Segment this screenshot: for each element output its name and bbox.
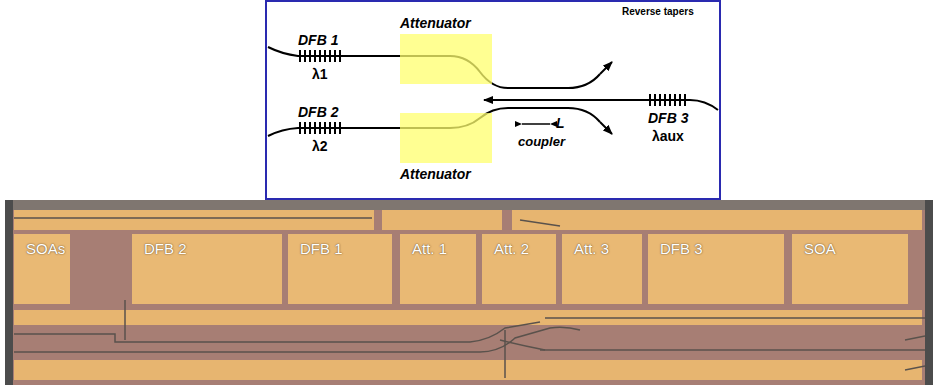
- pad: [14, 360, 922, 380]
- length-arrow: [522, 123, 550, 125]
- waveguide: [268, 47, 718, 136]
- pad-label: SOA: [804, 240, 902, 257]
- callout-label: Reverse tapers: [622, 6, 694, 17]
- output-arrow: [600, 62, 612, 74]
- contact-pad: Att. 1: [400, 234, 476, 304]
- chip-facet: [5, 200, 13, 385]
- contact-pad: SOA: [792, 234, 908, 304]
- contact-pad: DFB 1: [288, 234, 392, 304]
- output-arrow: [600, 122, 612, 134]
- pad-label: SOAs: [26, 240, 64, 257]
- contact-pad: SOAs: [14, 234, 70, 304]
- chip-edge: [5, 200, 933, 210]
- attenuator-box: Attenuator: [400, 113, 492, 163]
- pad-label: Att. 3: [574, 240, 636, 257]
- dimension-label: L: [556, 115, 565, 131]
- pad: [14, 210, 374, 230]
- pad-label: DFB 3: [660, 240, 778, 257]
- pad: [512, 210, 922, 230]
- schematic-frame: [266, 1, 720, 199]
- attenuator-label: Attenuator: [400, 166, 471, 182]
- contact-pad: DFB 2: [132, 234, 282, 304]
- grating: [300, 50, 685, 134]
- contact-pad: DFB 3: [648, 234, 784, 304]
- pad-label: DFB 1: [300, 240, 386, 257]
- waveguide: [14, 218, 925, 378]
- chip-ground: [5, 200, 933, 385]
- coupler-label: coupler: [518, 134, 565, 149]
- contact-pad: Att. 2: [482, 234, 556, 304]
- attenuator-label: Attenuator: [400, 15, 471, 31]
- pad-label: Att. 1: [412, 240, 470, 257]
- wavelength-label: λ1: [312, 66, 328, 82]
- pad-label: Att. 2: [494, 240, 550, 257]
- chip-facet: [925, 200, 933, 385]
- laser-label: DFB 2: [298, 104, 338, 120]
- wavelength-label: λaux: [652, 128, 684, 144]
- contact-pad: Att. 3: [562, 234, 642, 304]
- pad-label: DFB 2: [144, 240, 276, 257]
- laser-label: DFB 3: [648, 110, 688, 126]
- pad: [382, 210, 502, 230]
- attenuator-box: Attenuator: [400, 34, 492, 84]
- wavelength-label: λ2: [312, 138, 328, 154]
- aux-arrow: [484, 99, 496, 101]
- laser-label: DFB 1: [298, 32, 338, 48]
